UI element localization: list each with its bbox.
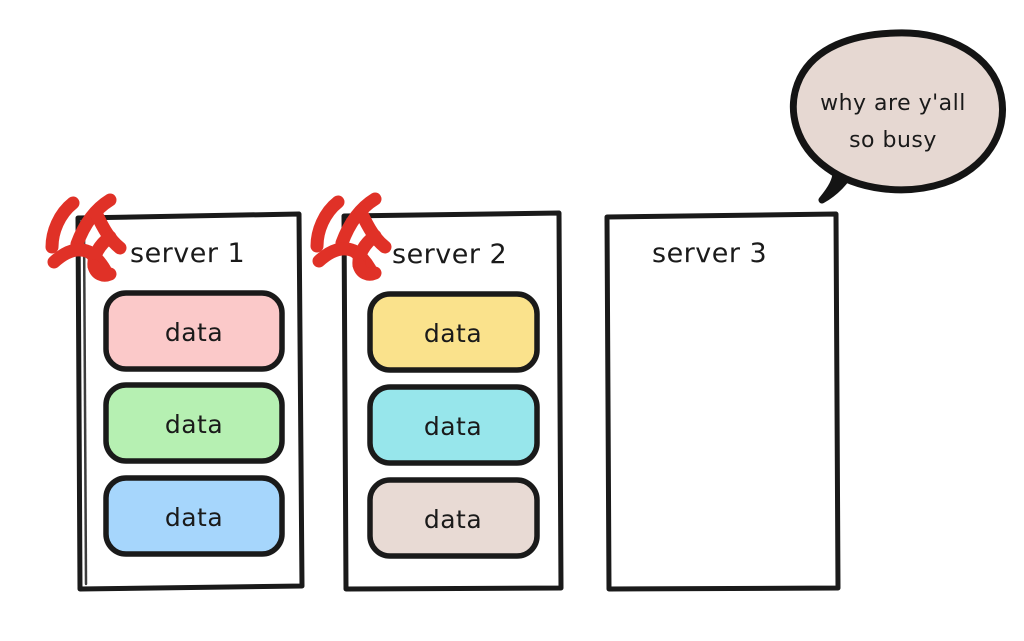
data-block[interactable]: data: [103, 382, 285, 464]
data-block-label: data: [424, 505, 482, 534]
data-block-body: [103, 290, 285, 372]
speech-bubble-line-1: why are y'all: [820, 91, 966, 116]
server-1-group[interactable]: server 1: [45, 193, 305, 592]
server-2-busy-marker: [310, 192, 392, 281]
speech-bubble-line-2: so busy: [849, 128, 937, 153]
data-block-body: [367, 477, 540, 559]
data-block[interactable]: data: [367, 477, 540, 559]
server-2-title: server 2: [392, 239, 507, 270]
server-1-title: server 1: [130, 238, 245, 269]
speech-bubble[interactable]: why are y'all so busy: [789, 29, 1006, 204]
data-block-label: data: [165, 503, 223, 532]
activity-spark-icon: [310, 192, 392, 281]
server-3-box[interactable]: [604, 211, 841, 592]
server-1-busy-marker: [45, 193, 127, 282]
data-block[interactable]: data: [367, 384, 540, 466]
server-1-data-blocks: data data data: [103, 290, 285, 557]
data-block-label: data: [165, 410, 223, 439]
data-block[interactable]: data: [103, 290, 285, 372]
server-1-box-sketch-accent: [82, 220, 88, 586]
data-block-label: data: [165, 318, 223, 347]
activity-spark-icon: [45, 193, 127, 282]
data-block[interactable]: data: [367, 291, 540, 373]
data-block-body: [367, 384, 540, 466]
data-block-body: [367, 291, 540, 373]
server-2-group[interactable]: server 2 data: [310, 192, 564, 592]
server-2-data-blocks: data data data: [367, 291, 540, 559]
server-3-group[interactable]: server 3: [604, 211, 841, 592]
data-block-label: data: [424, 319, 482, 348]
speech-bubble-body: [789, 29, 1006, 194]
server-3-title: server 3: [652, 238, 767, 269]
data-block-body: [103, 382, 285, 464]
data-block[interactable]: data: [103, 475, 285, 557]
data-block-body: [103, 475, 285, 557]
data-block-label: data: [424, 412, 482, 441]
